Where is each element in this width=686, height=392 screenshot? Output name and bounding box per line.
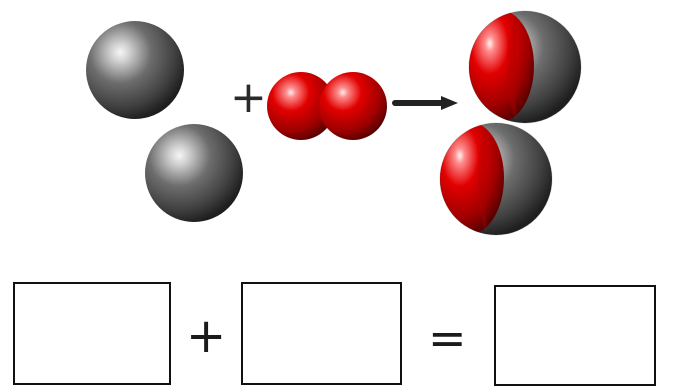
carbon-atoms-reactant [86, 21, 243, 222]
carbon-monoxide-molecule-bottom [439, 122, 553, 236]
arrow-right-icon [392, 96, 458, 110]
answer-box-3[interactable] [494, 285, 656, 386]
plus-sign: + [186, 308, 227, 364]
carbon-monoxide-molecule-top [468, 10, 582, 124]
oxygen-atom-icon [319, 72, 387, 140]
plus-sign: + [230, 72, 267, 123]
carbon-atom-icon [145, 124, 243, 222]
oxygen-atom-icon [267, 72, 335, 140]
carbon-atom-icon [86, 21, 184, 119]
oxygen-molecule-reactant [267, 72, 387, 140]
answer-box-2[interactable] [241, 282, 402, 385]
answer-box-1[interactable] [13, 282, 171, 385]
equals-sign: = [428, 311, 467, 365]
